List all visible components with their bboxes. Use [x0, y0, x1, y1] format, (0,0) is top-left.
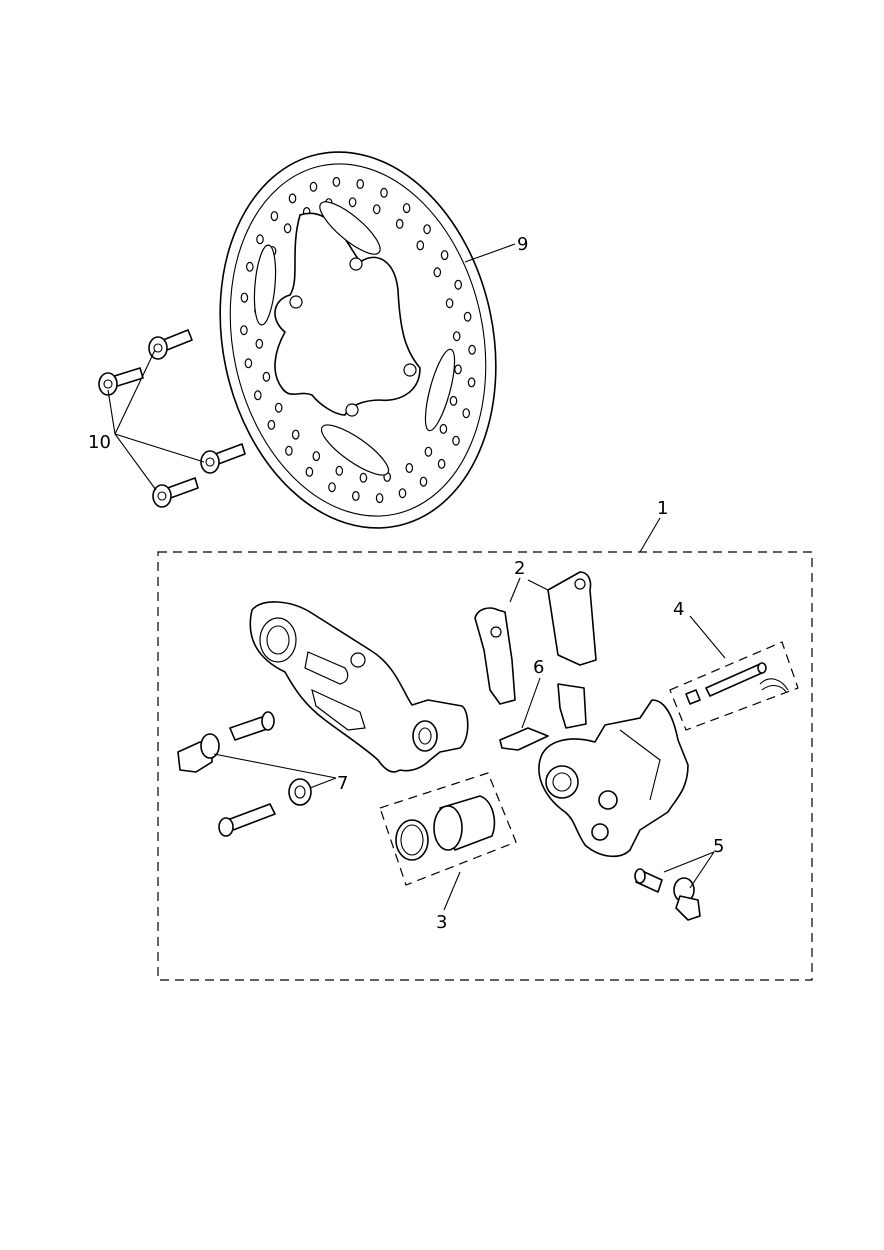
disc-hole: [402, 203, 411, 214]
disc-hole: [375, 493, 384, 504]
slide-pin-lower: [218, 803, 276, 837]
disc-hole: [398, 488, 407, 499]
brake-disc: [219, 151, 497, 529]
disc-hole: [395, 218, 404, 229]
disc-hole: [454, 279, 463, 290]
disc-hole: [439, 423, 448, 434]
disc-hole: [380, 187, 388, 198]
caliper-kit-boundary: [157, 551, 813, 981]
disc-hole: [372, 204, 381, 215]
disc-hole: [424, 446, 433, 457]
disc-hole: [437, 458, 446, 469]
disc-hole: [312, 451, 321, 462]
callout-2: 2: [514, 558, 525, 579]
disc-hole: [291, 429, 300, 440]
brake-pad-outer: [547, 571, 597, 666]
brake-pad-inner: [474, 607, 516, 705]
disc-hole: [288, 193, 297, 204]
disc-hole: [244, 358, 253, 369]
disc-hole: [359, 472, 368, 483]
callout-3: 3: [436, 912, 447, 933]
disc-bolt-4: [152, 477, 199, 508]
disc-hole: [305, 466, 314, 477]
disc-hole: [348, 197, 357, 208]
disc-hole: [309, 181, 318, 192]
caliper-carrier-bracket: [249, 601, 469, 773]
disc-hole: [423, 224, 431, 235]
disc-hole: [283, 223, 292, 234]
piston-seal: [395, 819, 429, 861]
caliper-piston: [433, 795, 496, 851]
disc-hole: [351, 491, 360, 502]
piston-kit-boundary: [379, 772, 517, 886]
pad-pin: [705, 662, 767, 697]
callout-7: 7: [337, 773, 348, 794]
pad-spring: [499, 683, 587, 751]
disc-hole: [440, 250, 449, 261]
disc-hole: [285, 445, 293, 456]
disc-hole: [452, 331, 461, 342]
disc-hole: [452, 435, 460, 446]
callout-10: 10: [88, 432, 111, 453]
disc-hole: [405, 463, 414, 474]
caliper-body: [538, 699, 689, 858]
callout-9: 9: [517, 234, 528, 255]
disc-hole: [416, 240, 425, 251]
disc-hole: [267, 419, 276, 430]
disc-hole: [328, 482, 336, 493]
disc-hole: [462, 408, 471, 419]
leader-lines: [107, 243, 726, 911]
pin-kit-boundary: [669, 641, 799, 731]
disc-hole: [356, 179, 365, 190]
disc-hole: [256, 234, 264, 245]
disc-hole: [332, 176, 341, 187]
disc-hole: [449, 395, 458, 406]
callout-6: 6: [533, 657, 544, 678]
disc-hole: [463, 311, 472, 322]
dust-boot-7: [288, 778, 312, 806]
disc-hole: [419, 476, 428, 487]
disc-hole: [240, 292, 249, 303]
disc-hole: [335, 465, 344, 476]
retaining-clip: [759, 678, 789, 693]
disc-hole: [270, 211, 279, 222]
disc-hole: [255, 338, 264, 349]
disc-hole: [262, 371, 271, 382]
disc-hole: [445, 298, 454, 309]
callout-4: 4: [673, 599, 684, 620]
disc-bolt-1: [148, 329, 193, 360]
disc-hole: [433, 267, 442, 278]
disc-hole: [240, 325, 248, 336]
disc-hole: [246, 261, 254, 272]
bleed-cap: [673, 877, 701, 921]
disc-bolt-2: [98, 367, 144, 396]
disc-bolt-3: [200, 443, 246, 474]
disc-hole: [467, 377, 476, 388]
callout-5: 5: [713, 836, 724, 857]
callout-1: 1: [657, 498, 668, 519]
slide-pin-upper: [229, 711, 275, 741]
bleed-nipple: [634, 868, 663, 893]
disc-hole: [253, 390, 262, 401]
disc-hole: [468, 344, 476, 355]
disc-hole: [454, 364, 462, 375]
pad-pin-plug: [685, 689, 701, 705]
bolt-hex-head: [177, 733, 220, 773]
disc-hole: [274, 402, 283, 413]
